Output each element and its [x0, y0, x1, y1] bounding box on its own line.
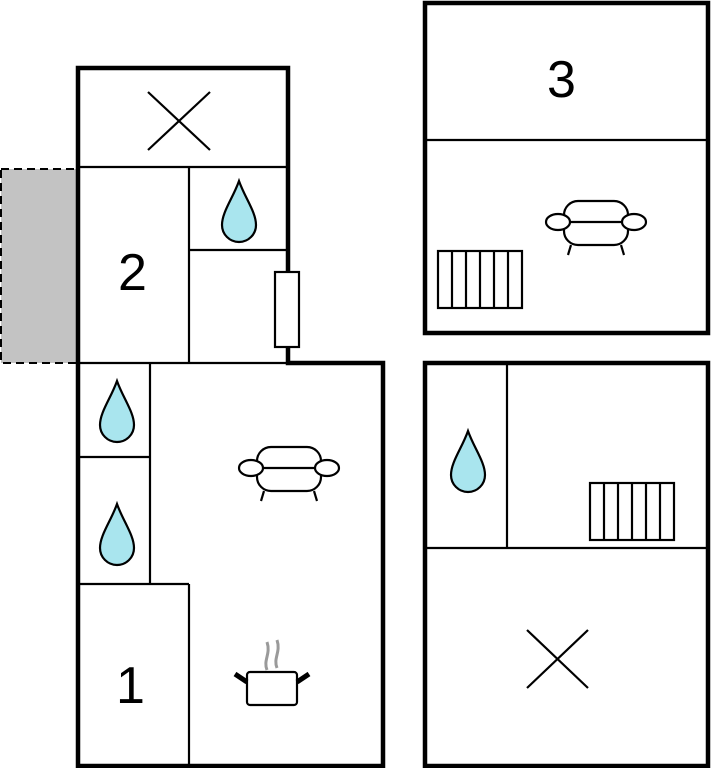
right-top-building-walls [422, 0, 711, 336]
terrace-area [0, 168, 79, 364]
cooking-pot-icon [233, 639, 311, 707]
radiator-icon [588, 481, 676, 542]
right-bottom-building-walls [422, 360, 711, 768]
cross-icon [147, 91, 211, 151]
water-drop-icon [449, 429, 487, 494]
sofa-icon [237, 445, 341, 503]
cross-icon [526, 629, 589, 689]
water-drop-icon [98, 502, 136, 567]
water-drop-icon [220, 179, 258, 244]
sofa-icon [544, 199, 648, 257]
room-label-2: 2 [118, 244, 147, 302]
room-label-3: 3 [547, 51, 576, 109]
left-building-walls [75, 65, 386, 768]
window-icon [273, 270, 301, 349]
room-label-1: 1 [116, 657, 145, 715]
water-drop-icon [98, 379, 136, 444]
radiator-icon [436, 249, 524, 310]
